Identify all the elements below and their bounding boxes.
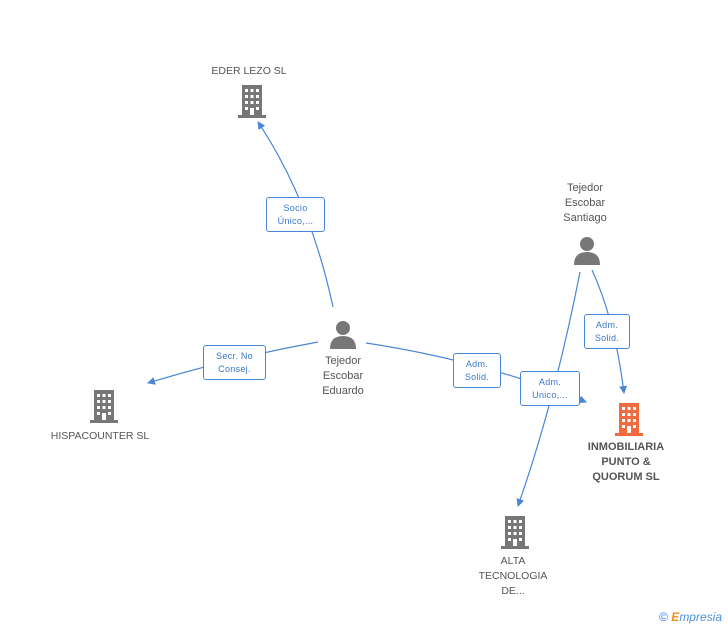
copyright-symbol: © [659, 610, 668, 624]
edge-label-socio-unico: Socio Único,... [266, 197, 325, 232]
edge-label-adm-solid-santiago: Adm. Solid. [584, 314, 630, 349]
edge-label-adm-unico: Adm. Unico,... [520, 371, 580, 406]
node-label-eder-lezo: EDER LEZO SL [211, 65, 287, 77]
building-icon [615, 403, 643, 436]
node-label-alta-tecnologia: ALTA TECNOLOGIA DE... [478, 555, 548, 597]
person-icon [330, 321, 356, 349]
edge-label-secr-no-consej: Secr. No Consej. [203, 345, 266, 380]
node-label-hispacounter: HISPACOUNTER SL [50, 430, 150, 442]
node-label-tejedor-santiago: Tejedor Escobar Santiago [563, 182, 607, 224]
building-icon [90, 390, 118, 423]
brand-initial: E [671, 610, 680, 624]
building-icon [501, 516, 529, 549]
edge-label-adm-solid-eduardo: Adm. Solid. [453, 353, 501, 388]
person-icon [574, 237, 600, 265]
empresia-watermark: © Empresia [659, 610, 722, 624]
node-label-inmobiliaria: INMOBILIARIA PUNTO & QUORUM SL [587, 441, 665, 483]
node-label-tejedor-eduardo: Tejedor Escobar Eduardo [322, 355, 364, 397]
building-icon [238, 85, 266, 118]
brand-name: mpresia [679, 610, 722, 624]
